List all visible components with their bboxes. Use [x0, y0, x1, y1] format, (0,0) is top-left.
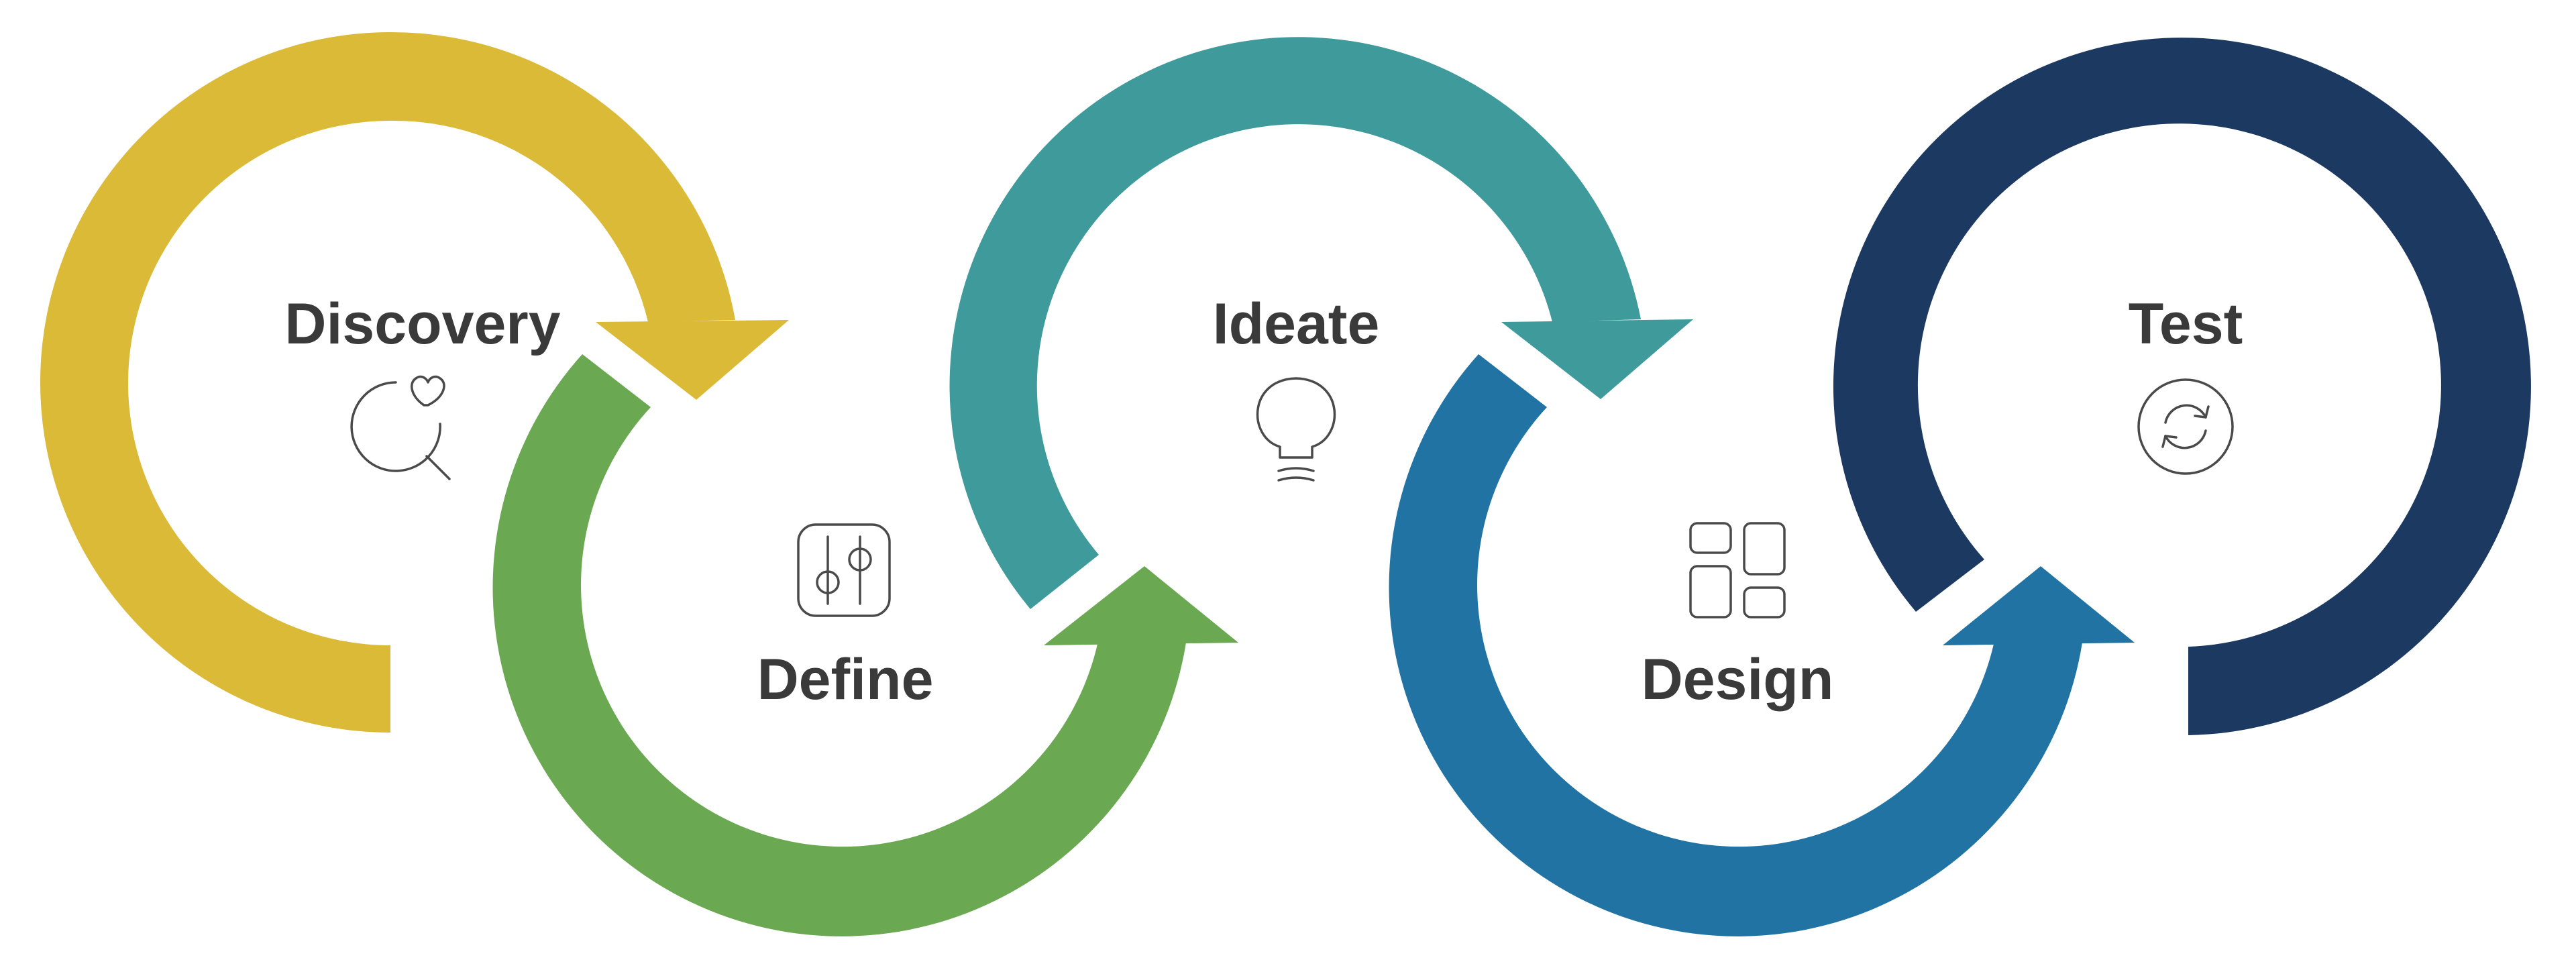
refresh-circle-icon [2137, 378, 2234, 475]
ideate-arrowhead [1501, 319, 1693, 399]
layout-grid-icon [1689, 522, 1786, 618]
stage-design: Design [1389, 354, 2135, 936]
design-arc [1389, 354, 2082, 936]
ideate-label: Ideate [1213, 292, 1380, 356]
discovery-label: Discovery [284, 292, 560, 356]
lightbulb-icon [1256, 377, 1336, 482]
design-arrowhead [1943, 566, 2135, 645]
stage-define: Define [492, 354, 1238, 936]
stage-test: Test [1833, 38, 2531, 735]
stage-ideate: Ideate [949, 37, 1693, 610]
test-label: Test [2129, 292, 2243, 356]
sliders-icon [797, 523, 891, 617]
define-label: Define [757, 647, 934, 712]
define-arrowhead [1044, 566, 1238, 645]
search-heart-icon [350, 375, 451, 480]
define-arc [492, 354, 1187, 936]
design-label: Design [1642, 647, 1834, 712]
discovery-arrowhead [596, 320, 789, 400]
test-arc [1833, 38, 2531, 735]
ideate-arc [949, 37, 1641, 610]
stage-discovery: Discovery [40, 32, 789, 733]
